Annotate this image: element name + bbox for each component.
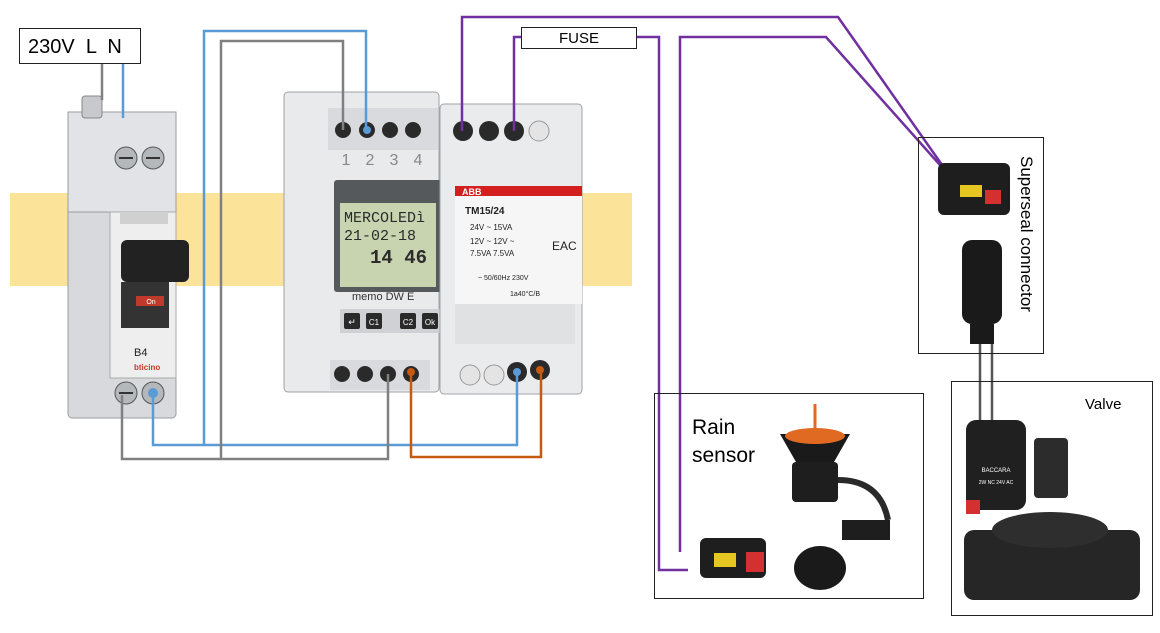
valve: BACCARA 2W NC 24V AC	[964, 420, 1140, 600]
circuit-breaker: On B4 bticino	[67, 95, 189, 419]
superseal-label-wrap: Superseal connector	[1014, 156, 1038, 336]
timer-btn-c2: C2	[403, 318, 414, 327]
transformer: ABB TM15/24 EAC 24V ~ 15VA 12V ~ 12V ~ 7…	[439, 103, 583, 395]
transformer-line2: 12V ~ 12V ~	[470, 237, 515, 246]
transformer-line5: 1a40°C/B	[510, 290, 540, 298]
lcd-date: 21-02-18	[344, 228, 416, 245]
supply-label-box: 230V L N	[19, 28, 141, 64]
transformer-line4: ~ 50/60Hz 230V	[478, 275, 529, 282]
superseal-box	[918, 137, 1044, 354]
breaker-rating: B4	[134, 347, 147, 359]
timer-terminal-2: 2	[366, 152, 375, 169]
transformer-brand: ABB	[462, 187, 482, 197]
lcd-time: 14 46	[370, 247, 427, 269]
timer-terminal-3: 3	[390, 152, 399, 169]
rain-sensor-box	[654, 393, 924, 599]
timer-switch: 1 2 3 4 MERCOLEDì 21-02-18 14 46 memo DW…	[283, 91, 442, 393]
wire-blue-main	[151, 375, 519, 447]
valve-label: Valve	[1085, 396, 1122, 413]
timer-terminal-1: 1	[342, 152, 351, 169]
transformer-model: TM15/24	[465, 206, 505, 217]
transformer-mark: EAC	[552, 239, 577, 253]
timer-terminal-4: 4	[414, 152, 423, 169]
wire-purple-2	[512, 35, 688, 572]
rain-sensor	[700, 404, 891, 590]
rain-sensor-label-line1: Rain	[692, 416, 736, 439]
transformer-line3: 7.5VA 7.5VA	[470, 249, 515, 258]
timer-btn-ok: Ok	[425, 318, 436, 327]
wire-gray-timer	[219, 39, 345, 459]
breaker-switch-text: On	[146, 299, 155, 306]
wire-brown	[409, 370, 543, 459]
fuse-label-box: FUSE	[521, 27, 637, 49]
supply-label: 230V L N	[28, 36, 122, 58]
wires	[100, 15, 994, 572]
lcd-day: MERCOLEDì	[344, 210, 425, 227]
timer-model: memo DW E	[352, 291, 414, 303]
transformer-line1: 24V ~ 15VA	[470, 223, 513, 232]
timer-btn-c1: C1	[369, 318, 380, 327]
fuse-label: FUSE	[558, 30, 599, 47]
wire-purple-3	[678, 35, 941, 552]
rain-sensor-label-line2: sensor	[692, 444, 756, 467]
valve-box	[951, 381, 1153, 616]
breaker-brand: bticino	[134, 363, 160, 372]
rain-sensor-label: Rain sensor	[692, 414, 755, 470]
timer-btn-enter: ↵	[348, 318, 356, 328]
wire-purple-1	[460, 15, 949, 173]
superseal-label: Superseal connector	[1017, 156, 1036, 312]
valve-brand: BACCARA	[981, 468, 1010, 474]
wire-gray-main	[120, 374, 390, 461]
valve-spec: 2W NC 24V AC	[979, 480, 1014, 486]
superseal-connector	[938, 163, 1010, 344]
wire-blue-timer	[202, 29, 368, 445]
